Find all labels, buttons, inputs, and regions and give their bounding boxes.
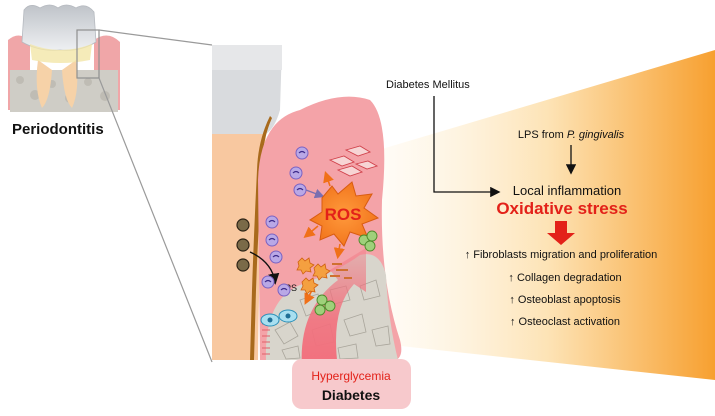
diabetes-box [292, 359, 411, 409]
lps-arrow [249, 251, 280, 285]
collagen-fragments [330, 263, 352, 279]
zoom-box [76, 29, 100, 79]
zoom-line-top [98, 29, 213, 46]
neutrophils [261, 146, 309, 297]
effect-collagen: ↑ Collagen degradation [508, 272, 621, 284]
diabetes-mellitus-arrow [433, 96, 501, 198]
neutrophil-arrow [305, 188, 325, 199]
effect-osteoblast: ↑ Osteoblast apoptosis [509, 294, 621, 306]
ros-label: ROS [325, 205, 362, 224]
local-inflammation-label: Local inflammation [513, 183, 621, 198]
zoom-cone [345, 50, 715, 380]
diabetes-label: Diabetes [322, 387, 381, 403]
osteoblasts [296, 257, 331, 295]
oxidative-stress-arrow [547, 221, 575, 245]
oxidative-stress-label: Oxidative stress [496, 199, 627, 218]
hyperglycemia-label: Hyperglycemia [311, 369, 391, 383]
tooth-thumbnail [8, 4, 120, 112]
fibroblasts [328, 145, 379, 177]
zoom-line-bottom [98, 77, 213, 363]
green-cells [314, 230, 378, 316]
periodontitis-label: Periodontitis [12, 121, 104, 138]
ros-arrow-lower [304, 289, 315, 305]
effect-osteoclast: ↑ Osteoclast activation [510, 316, 620, 328]
diabetes-mellitus-label: Diabetes Mellitus [386, 79, 470, 91]
ros-arrow-left [303, 225, 319, 239]
ros-arrow-up [323, 170, 334, 187]
ros-burst [309, 181, 380, 247]
osteoclasts [260, 309, 298, 327]
lps-source-label: LPS from P. gingivalis [518, 129, 625, 141]
tooth-section [212, 45, 282, 360]
effect-fibroblasts: ↑ Fibroblasts migration and proliferatio… [465, 249, 658, 261]
ros-arrow-down [333, 243, 345, 260]
bacteria-cluster [236, 218, 250, 272]
